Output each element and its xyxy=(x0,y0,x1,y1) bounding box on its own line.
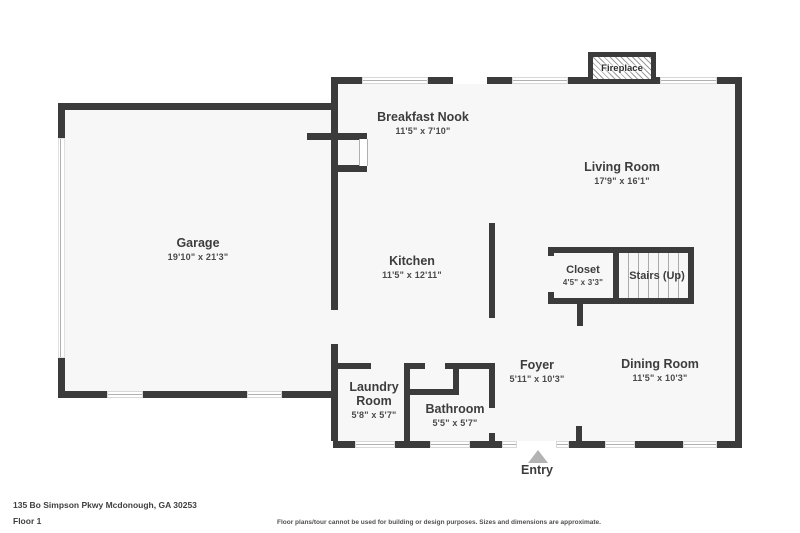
wall-bathcloset-top-right xyxy=(445,363,459,369)
window xyxy=(512,77,568,84)
wall-stairs-right xyxy=(688,247,694,304)
garage-door-opening xyxy=(58,138,65,358)
wall-bathroom-top xyxy=(459,363,495,369)
wall-kitchen-peninsula xyxy=(489,223,495,318)
garage-floor-area xyxy=(58,103,338,398)
wall-foyer-dining-stub xyxy=(576,426,582,441)
garage-house-door-opening xyxy=(331,310,338,344)
entry-door-opening xyxy=(517,441,556,448)
window xyxy=(605,441,635,448)
window xyxy=(247,391,282,398)
wall-bathcloset-top-left xyxy=(404,363,425,369)
window xyxy=(556,441,569,448)
wall-pantry-top xyxy=(307,133,367,140)
room-label-laundry-room: Laundry Room 5'8" x 5'7" xyxy=(349,380,399,420)
wall-house-left xyxy=(331,77,338,441)
room-label-foyer: Foyer 5'11" x 10'3" xyxy=(509,358,565,384)
wall-bathcloset-right xyxy=(453,363,459,395)
wall-closet-top xyxy=(548,247,694,253)
disclaimer-text: Floor plans/tour cannot be used for buil… xyxy=(277,519,601,526)
window xyxy=(107,391,143,398)
wall-garage-bottom xyxy=(58,391,338,398)
wall-bathroom-foyer-lower xyxy=(489,433,495,441)
wall-house-right xyxy=(735,77,742,448)
fireplace: Fireplace xyxy=(588,52,656,84)
window xyxy=(355,441,395,448)
wall-closet-stub xyxy=(577,304,583,326)
window xyxy=(683,441,717,448)
window xyxy=(660,77,717,84)
pantry-pass-opening xyxy=(359,139,368,166)
room-label-kitchen: Kitchen 11'5" x 12'11" xyxy=(382,254,442,280)
fireplace-label: Fireplace xyxy=(601,62,643,74)
wall-bathroom-foyer-upper xyxy=(489,363,495,408)
floor-number: Floor 1 xyxy=(13,516,42,526)
fireplace-hatch xyxy=(593,57,651,79)
room-label-closet: Closet 4'5" x 3'3" xyxy=(562,264,604,288)
patio-door-opening xyxy=(453,77,487,84)
closet-door-opening xyxy=(548,256,554,292)
wall-bathcloset-bottom xyxy=(410,389,459,395)
entry-label: Entry xyxy=(521,463,553,477)
entry-arrow-icon xyxy=(528,450,548,463)
room-label-living-room: Living Room 17'9" x 16'1" xyxy=(584,160,660,186)
wall-pantry-bottom xyxy=(333,165,367,172)
window xyxy=(362,77,428,84)
window xyxy=(502,441,517,448)
wall-garage-top xyxy=(58,103,338,110)
wall-laundry-bathroom-divider xyxy=(404,363,410,441)
wall-laundry-top xyxy=(333,363,371,369)
room-label-bathroom: Bathroom 5'5" x 5'7" xyxy=(425,402,485,428)
room-label-dining-room: Dining Room 11'5" x 10'3" xyxy=(621,357,699,383)
stairs-treads xyxy=(619,253,688,298)
room-label-breakfast-nook: Breakfast Nook 11'5" x 7'10" xyxy=(377,110,469,136)
wall-closet-stairs-divider xyxy=(613,247,619,304)
room-label-garage: Garage 19'10" x 21'3" xyxy=(167,236,229,262)
wall-closet-bottom xyxy=(548,298,694,304)
property-address: 135 Bo Simpson Pkwy Mcdonough, GA 30253 xyxy=(13,500,197,510)
window xyxy=(430,441,470,448)
room-label-stairs: Stairs (Up) xyxy=(629,270,685,282)
